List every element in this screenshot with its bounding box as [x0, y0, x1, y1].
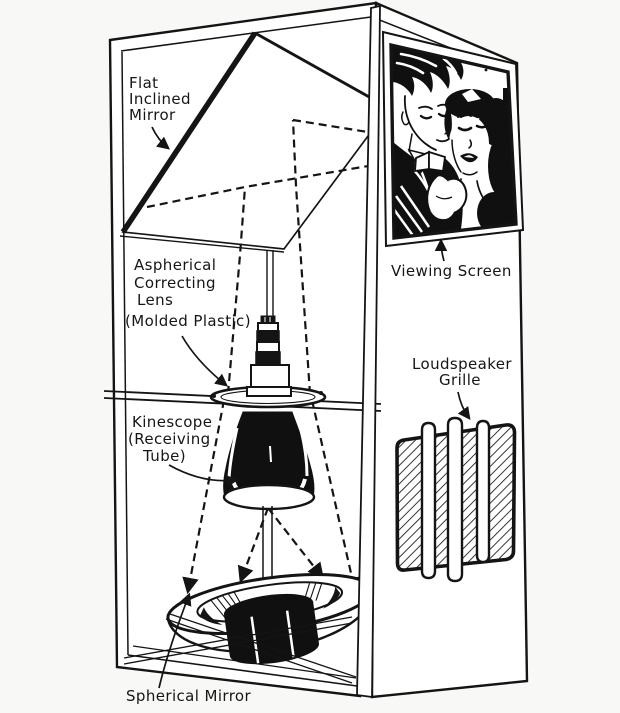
label-line: Mirror — [129, 106, 176, 124]
viewing-screen-graphic — [381, 30, 525, 248]
label-line: Loudspeaker — [412, 355, 513, 373]
kinescope-arrow — [168, 464, 239, 488]
label-line: Grille — [439, 371, 481, 389]
aspherical-lens-arrow — [181, 335, 228, 387]
label-line: (Molded Plastic) — [125, 311, 251, 330]
label-line: Correcting — [134, 273, 216, 292]
label-arrows — [151, 126, 471, 689]
couple-illustration — [391, 45, 516, 238]
spherical-mirror-arrow — [158, 592, 192, 689]
label-viewing-screen: Viewing Screen — [391, 262, 512, 280]
front-corner-pillar — [356, 4, 381, 699]
label-aspherical-lens: Aspherical Correcting Lens (Molded Plast… — [125, 256, 251, 330]
label-line: Flat — [129, 74, 159, 92]
kinescope-tube — [222, 411, 316, 511]
flat-inclined-mirror-graphic — [119, 31, 372, 253]
flat-inclined-mirror-arrow — [151, 126, 170, 150]
label-flat-inclined-mirror: Flat Inclined Mirror — [129, 75, 191, 123]
label-line: Aspherical — [134, 256, 217, 274]
label-line: Lens — [137, 291, 174, 309]
viewing-screen-arrow — [434, 238, 448, 262]
label-line: Inclined — [129, 90, 191, 108]
label-spherical-mirror: Spherical Mirror — [126, 687, 252, 705]
label-line: Kinescope — [132, 413, 213, 431]
label-loudspeaker-grille: Loudspeaker Grille — [412, 356, 512, 388]
lens-support-rod — [266, 250, 274, 317]
label-line: (Receiving — [128, 430, 211, 448]
mirror-support-rails — [123, 613, 357, 684]
label-kinescope: Kinescope (Receiving Tube) — [128, 413, 213, 465]
label-line: Tube) — [143, 447, 186, 465]
loudspeaker-grille-graphic — [395, 416, 517, 583]
light-path-rays — [146, 118, 375, 595]
aspherical-lens-assembly — [209, 315, 327, 409]
grille-bars — [420, 416, 491, 583]
loudspeaker-grille-arrow — [457, 391, 471, 421]
